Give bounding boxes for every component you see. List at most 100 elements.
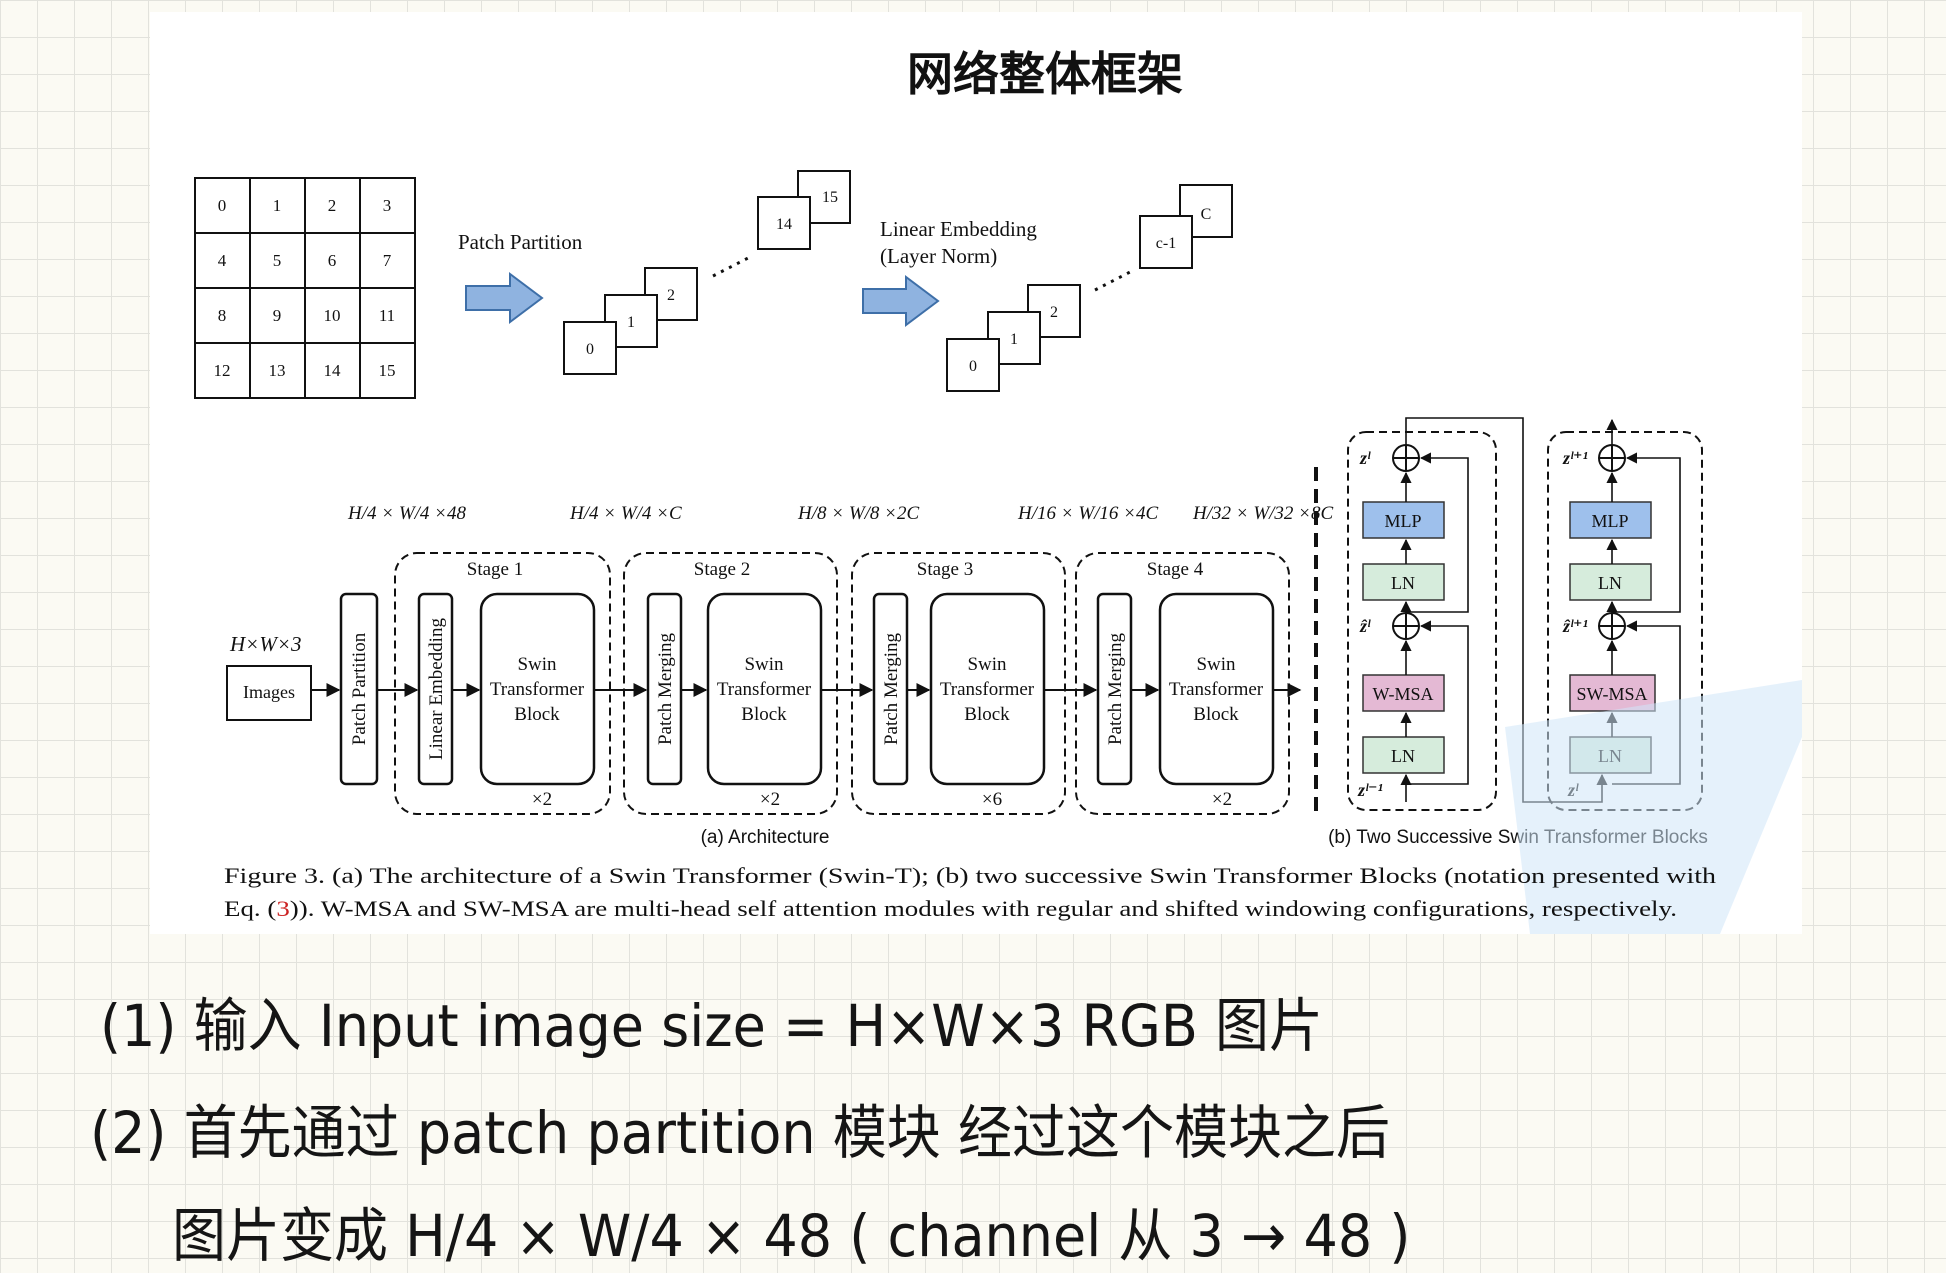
note-line-1: (1) 输入 Input image size = H×W×3 RGB 图片 [100,992,1324,1061]
ln-box-1b [1362,736,1445,774]
repeat-label: ×6 [982,789,1002,810]
architecture-diagram: H/4 × W/4 ×48 H/4 × W/4 ×C H/8 × W/8 ×2C… [226,503,1333,848]
linear-embedding-label: Linear Embedding [880,217,1037,241]
mlp-label: MLP [1384,511,1421,531]
caption-a: (a) Architecture [701,827,830,848]
svg-text:Swin: Swin [967,654,1007,675]
svg-text:Transformer: Transformer [717,679,812,700]
svg-text:15: 15 [822,189,838,206]
mlp-box-1 [1362,501,1445,539]
patch-partition-arrow-icon [465,272,544,324]
grid-cell: 2 [328,196,337,215]
ln-label: LN [1391,573,1415,593]
grid-cell: 11 [379,306,395,325]
grid-cell: 9 [273,306,282,325]
svg-text:Block: Block [741,704,787,725]
grid-cell: 8 [218,306,227,325]
repeat-label: ×2 [760,789,780,810]
ln-label: LN [1391,746,1415,766]
svg-text:Patch Merging: Patch Merging [1105,632,1126,745]
svg-text:Swin: Swin [517,654,557,675]
stage-label: Stage 2 [694,559,750,580]
block-1-dashed-box [1347,431,1497,811]
stage-4-box [1075,552,1290,815]
ln-box-2a [1569,563,1652,601]
z-lminus1-label: zˡ⁻¹ [1357,780,1383,800]
svg-text:C: C [1201,206,1212,223]
input-dim-label: H×W×3 [229,632,302,656]
ln-label: LN [1598,573,1622,593]
svg-text:Block: Block [514,704,560,725]
linear-embedding-vertical-label: Linear Embedding [426,618,447,760]
wmsa-box [1362,674,1445,712]
linear-embedding-arrow-icon [862,275,940,327]
patch-partition-label: Patch Partition [458,230,583,254]
figure-caption-line2: Eq. (3)). W-MSA and SW-MSA are multi-hea… [224,896,1677,921]
stage-label: Stage 3 [917,559,973,580]
svg-text:Block: Block [964,704,1010,725]
patch-partition-vertical-label: Patch Partition [349,632,370,745]
z-lplus1-label: zˡ⁺¹ [1562,448,1588,468]
patch-stack: 2 1 0 15 14 [563,170,851,375]
grid-cell: 15 [379,361,396,380]
svg-text:2: 2 [1050,304,1058,321]
svg-text:0: 0 [586,341,594,358]
svg-text:Transformer: Transformer [490,679,585,700]
grid-cell: 12 [214,361,231,380]
z-l-label: zˡ [1359,448,1371,468]
images-label: Images [243,682,295,702]
grid-cell: 4 [218,251,227,270]
patch-grid: 0 1 2 3 4 5 6 7 8 9 10 11 12 13 14 15 [194,177,416,399]
svg-text:Transformer: Transformer [940,679,1035,700]
grid-cell: 6 [328,251,337,270]
svg-text:0: 0 [969,358,977,375]
svg-text:Block: Block [1193,704,1239,725]
svg-text:Transformer: Transformer [1169,679,1264,700]
wmsa-label: W-MSA [1372,684,1433,704]
stage-label: Stage 4 [1147,559,1204,580]
images-box [226,665,312,721]
paper-figure-slide: 网络整体框架 0 1 2 3 4 5 6 7 8 9 10 11 12 13 1… [150,12,1802,934]
grid-cell: 13 [269,361,286,380]
svg-text:Swin: Swin [744,654,784,675]
note-line-3: 图片变成 H/4 × W/4 × 48 ( channel 从 3 → 48 ) [172,1202,1411,1271]
swmsa-label: SW-MSA [1576,684,1647,704]
svg-text:2: 2 [667,287,675,304]
dim-label: H/32 × W/32 ×8C [1192,503,1333,524]
svg-text:Patch Merging: Patch Merging [655,632,676,745]
zhat-lplus1-label: ẑˡ⁺¹ [1562,616,1588,636]
grid-cell: 10 [324,306,341,325]
svg-text:Patch Merging: Patch Merging [881,632,902,745]
zhat-l-label: ẑˡ [1359,616,1371,636]
grid-cell: 1 [273,196,282,215]
stage-3-box [851,552,1066,815]
svg-text:1: 1 [627,314,635,331]
grid-cell: 14 [324,361,342,380]
svg-text:c-1: c-1 [1156,235,1176,252]
grid-cell: 5 [273,251,282,270]
ln-box-1a [1362,563,1445,601]
grid-cell: 0 [218,196,227,215]
dim-label: H/16 × W/16 ×4C [1017,503,1158,524]
grid-cell: 7 [383,251,392,270]
embedding-stack: 2 1 0 C c-1 [946,184,1233,392]
svg-text:Swin: Swin [1196,654,1236,675]
grid-cell: 3 [383,196,392,215]
slide-title: 网络整体框架 [907,47,1183,101]
repeat-label: ×2 [1212,789,1232,810]
dim-label: H/4 × W/4 ×C [569,503,682,524]
highlight-overlay [1505,680,1802,934]
layer-norm-label: (Layer Norm) [880,244,997,268]
svg-text:14: 14 [776,216,792,233]
stage-label: Stage 1 [467,559,523,580]
stage-2-box [623,552,838,815]
figure-caption-line1: Figure 3. (a) The architecture of a Swin… [224,863,1716,888]
mlp-label: MLP [1591,511,1628,531]
svg-text:1: 1 [1010,331,1018,348]
repeat-label: ×2 [532,789,552,810]
dim-label: H/4 × W/4 ×48 [347,503,466,524]
stage-1-box [394,552,611,815]
mlp-box-2 [1569,501,1652,539]
dim-label: H/8 × W/8 ×2C [797,503,919,524]
note-line-2: (2) 首先通过 patch partition 模块 经过这个模块之后 [90,1099,1390,1168]
